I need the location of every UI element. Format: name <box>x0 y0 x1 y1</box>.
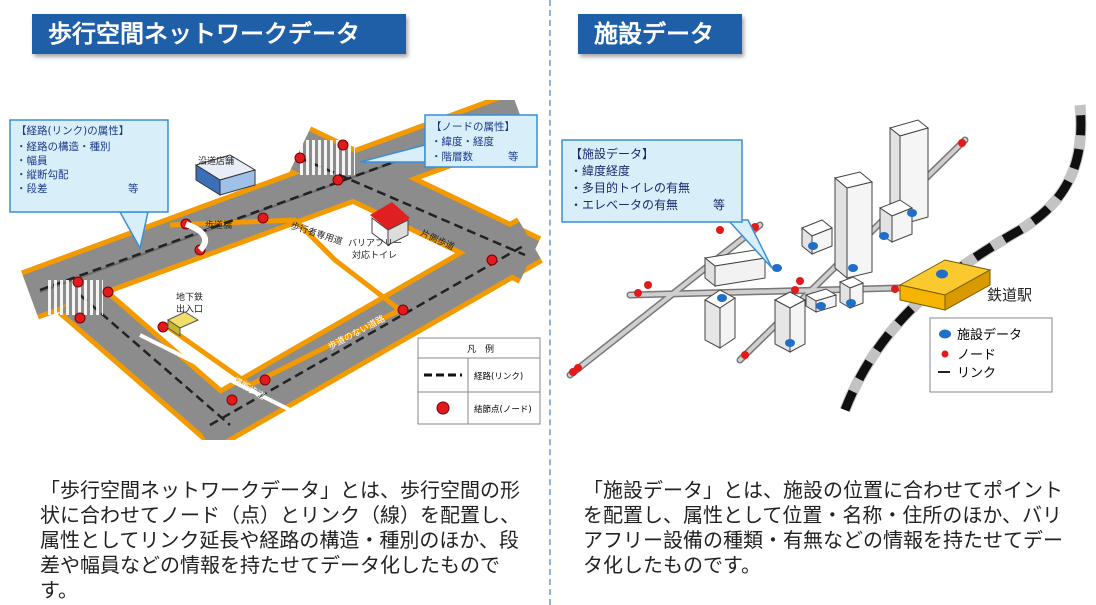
legend-node-label: 結節点(ノード) <box>474 404 532 415</box>
footbridge-shape <box>184 221 209 253</box>
subway-label-line2: 出入口 <box>176 303 203 315</box>
left-legend: 凡 例 経路(リンク) 結節点(ノード) <box>417 337 541 425</box>
legend-facility-label: 施設データ <box>957 327 1022 343</box>
station-label: 鉄道駅 <box>987 286 1032 304</box>
node-callout-etc: 等 <box>508 150 519 163</box>
facility-callout <box>561 139 773 269</box>
link-callout-item: ・縦断勾配 <box>16 168 69 181</box>
toilet-label-line1: バリアフリー <box>348 238 402 249</box>
section-divider <box>549 0 551 605</box>
subway-label-line1: 地下鉄 <box>176 291 203 303</box>
link-attribute-callout <box>9 119 169 251</box>
right-legend: 施設データ ノード リンク <box>929 317 1053 393</box>
legend-title: 凡 例 <box>467 343 494 355</box>
link-callout-title: 【経路(リンク)の属性】 <box>16 124 129 137</box>
legend-node-label: ノード <box>957 348 996 363</box>
link-callout-item: ・経路の構造・種別 <box>16 140 111 153</box>
node-callout-title: 【ノードの属性】 <box>431 120 515 133</box>
facility-callout-item: ・緯度経度 <box>570 163 630 178</box>
toilet-label-line2: 対応トイレ <box>352 249 397 261</box>
link-callout-etc: 等 <box>128 182 139 195</box>
footbridge-label: 歩道橋 <box>205 219 232 231</box>
left-description: 「歩行空間ネットワークデータ」とは、歩行空間の形状に合わせてノード（点）とリンク… <box>40 478 520 602</box>
node-callout-item: ・緯度・経度 <box>431 135 494 148</box>
shop-building <box>194 154 257 196</box>
facility-callout-item: ・エレベータの有無 <box>570 197 678 212</box>
facility-callout-etc: 等 <box>713 198 725 212</box>
subway-entrance <box>166 311 200 337</box>
toilet-building <box>370 202 410 246</box>
facility-road-nodes <box>569 139 966 376</box>
legend-link-label: リンク <box>957 366 996 381</box>
facility-data-diagram: 【施設データ】 ・緯度経度 ・多目的トイレの有無 ・エレベータの有無 等 鉄道駅… <box>561 104 1087 412</box>
right-description: 「施設データ」とは、施設の位置に合わせてポイントを配置し、属性として位置・名称・… <box>583 478 1063 577</box>
pedestrian-network-diagram: 【経路(リンク)の属性】 ・経路の構造・種別 ・幅員 ・縦断勾配 ・段差 等 【… <box>9 100 543 440</box>
shop-label: 沿道店舗 <box>198 155 234 167</box>
facility-callout-item: ・多目的トイレの有無 <box>570 180 690 195</box>
node-callout-item: ・階層数 <box>431 150 473 163</box>
network-nodes <box>72 139 498 406</box>
railway-track <box>840 104 1086 412</box>
node-attribute-callout <box>359 114 538 168</box>
facility-callout-title: 【施設データ】 <box>570 146 654 161</box>
link-callout-item: ・幅員 <box>16 154 48 167</box>
facility-points <box>717 209 948 347</box>
railway-station-building <box>898 259 992 311</box>
legend-link-label: 経路(リンク) <box>474 371 523 382</box>
left-section-title: 歩行空間ネットワークデータ <box>32 14 406 54</box>
right-section-title: 施設データ <box>578 14 742 54</box>
link-callout-item: ・段差 <box>16 182 48 195</box>
